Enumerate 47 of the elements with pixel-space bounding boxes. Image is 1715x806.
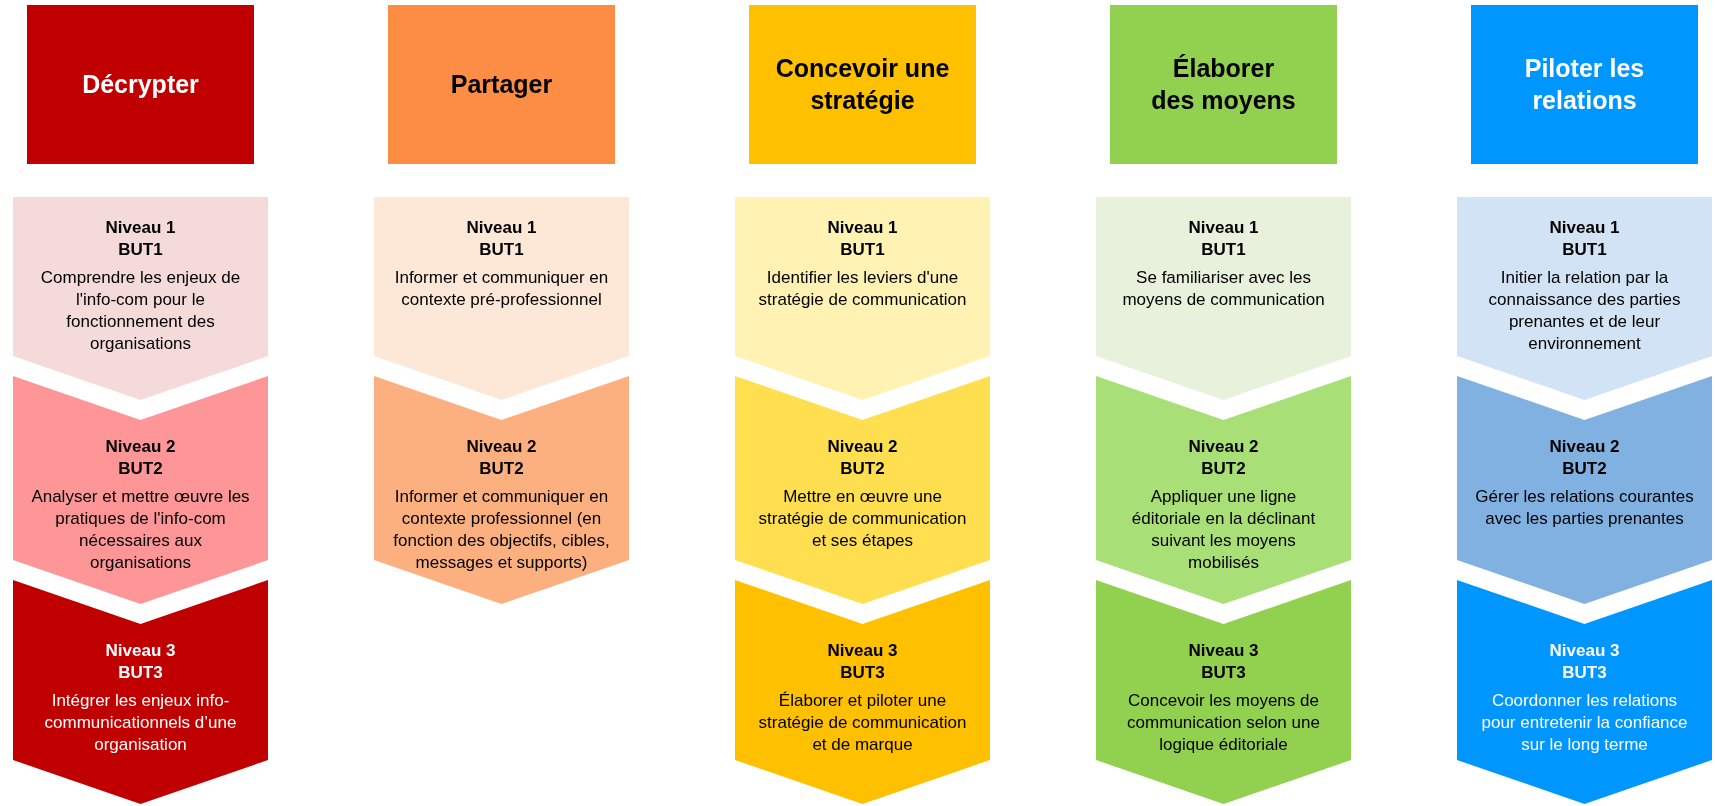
level-label: Niveau 2	[104, 436, 177, 458]
step-description: Appliquer une ligne éditoriale en la déclinant suivant les moyens mobilisés	[1130, 486, 1317, 575]
level-label: Niveau 2	[1548, 436, 1621, 458]
category-title: Décrypter	[82, 68, 199, 100]
step-description: Se familiariser avec les moyens de communication	[1121, 267, 1326, 312]
category-title: Piloter les relations	[1523, 53, 1646, 116]
level-label: Niveau 3	[104, 640, 177, 662]
level-label: Niveau 1	[104, 217, 177, 239]
category-title: Élaborer des moyens	[1150, 53, 1297, 116]
step-description: Concevoir les moyens de communication selon une logique éditoriale	[1126, 690, 1321, 757]
level-label: Niveau 2	[465, 436, 538, 458]
code-label: BUT1	[478, 239, 525, 262]
code-label: BUT3	[1561, 662, 1608, 685]
level-label: Niveau 1	[465, 217, 538, 239]
level-label: Niveau 3	[1548, 640, 1621, 662]
level-label: Niveau 3	[1187, 640, 1260, 662]
step-description: Mettre en œuvre une stratégie de communication et ses étapes	[757, 486, 968, 553]
code-label: BUT2	[839, 458, 886, 481]
step-description: Informer et communiquer en contexte professionnel (en fonction des objectifs, cibles, messages et supports)	[392, 486, 611, 575]
level-label: Niveau 3	[826, 640, 899, 662]
category-title: Partager	[450, 68, 553, 100]
level-label: Niveau 1	[1548, 217, 1621, 239]
code-label: BUT2	[117, 458, 164, 481]
code-label: BUT1	[839, 239, 886, 262]
step-description: Gérer les relations courantes avec les parties prenantes	[1475, 486, 1694, 531]
step-description: Intégrer les enjeux info-communicationnels d’une organisation	[43, 690, 238, 757]
level-label: Niveau 1	[826, 217, 899, 239]
step-description: Coordonner les relations pour entretenir la confiance sur le long terme	[1480, 690, 1689, 757]
code-label: BUT3	[1200, 662, 1247, 685]
code-label: BUT3	[117, 662, 164, 685]
step-description: Identifier les leviers d'une stratégie de communication	[757, 267, 968, 312]
code-label: BUT1	[1200, 239, 1247, 262]
level-label: Niveau 2	[826, 436, 899, 458]
level-label: Niveau 1	[1187, 217, 1260, 239]
code-label: BUT1	[117, 239, 164, 262]
code-label: BUT1	[1561, 239, 1608, 262]
step-description: Analyser et mettre œuvre les pratiques de l'info-com nécessaires aux organisations	[31, 486, 250, 575]
step-description: Informer et communiquer en contexte pré-professionnel	[393, 267, 610, 312]
code-label: BUT2	[1561, 458, 1608, 481]
level-label: Niveau 2	[1187, 436, 1260, 458]
code-label: BUT2	[1200, 458, 1247, 481]
code-label: BUT3	[839, 662, 886, 685]
category-title: Concevoir une stratégie	[774, 53, 951, 116]
step-description: Comprendre les enjeux de l'info-com pour le fonctionnement des organisations	[39, 267, 242, 356]
step-description: Élaborer et piloter une stratégie de communication et de marque	[757, 690, 968, 757]
code-label: BUT2	[478, 458, 525, 481]
step-description: Initier la relation par la connaissance des parties prenantes et de leur environnement	[1487, 267, 1682, 356]
